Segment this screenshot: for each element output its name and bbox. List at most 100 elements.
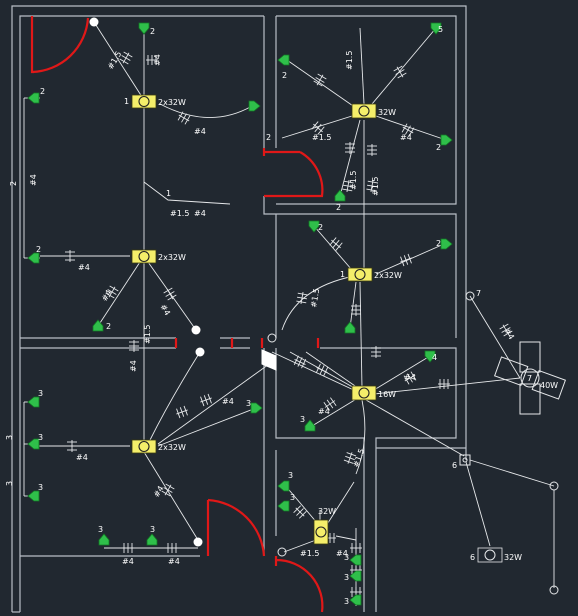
wire-tick <box>296 292 308 304</box>
wire-tick <box>313 73 327 87</box>
outlet-dot <box>89 17 99 27</box>
circuit-number: 3 <box>290 493 295 502</box>
wall-switch-icon <box>424 350 436 363</box>
circuit-number: 3 <box>38 389 43 398</box>
lamp-fixture-middle-left: 2x32W <box>131 249 186 264</box>
circuit-number: 3 <box>38 433 43 442</box>
wire-size: #4 <box>318 407 330 416</box>
rotated-annotations: #1.5 #4 2 #4 #4 #4 #1.5 #1.5 #1.5 #1.5 #… <box>5 50 516 499</box>
switches <box>27 22 453 606</box>
wire-size: #4 <box>100 288 114 303</box>
fixture-label: 2x32W <box>374 271 402 280</box>
fixture-label: 16W <box>378 390 396 399</box>
wall-switch-icon <box>27 490 40 502</box>
door-center-right <box>260 338 320 348</box>
walls <box>11 5 467 613</box>
wire-tick <box>400 253 412 267</box>
wire-tick <box>163 287 177 301</box>
circuit-number: 3 <box>5 435 14 440</box>
circuit-number: 1 <box>340 270 345 279</box>
circuit-number: 3 <box>344 573 349 582</box>
wall-switch-icon <box>344 321 356 334</box>
wire-size: #4 <box>336 549 348 558</box>
circuit-number: 3 <box>246 399 251 408</box>
wire-tick <box>342 180 354 192</box>
wire-tick <box>401 123 415 137</box>
circuit-number: 2 <box>40 87 45 96</box>
wire-size: #4 <box>400 133 412 142</box>
wall-switch-icon <box>277 480 290 492</box>
wire-tick <box>351 304 361 316</box>
wall-switch-icon <box>430 22 442 35</box>
annotations: 2 2 2 2 2 2 5 2 2 2 2 3 3 3 3 3 3 3 4 3 … <box>36 25 481 606</box>
wire-tick <box>393 65 407 79</box>
circuit-number: 1 <box>124 97 129 106</box>
circuit-number: 3 <box>38 483 43 492</box>
wall-switch-icon <box>349 554 362 566</box>
circuit-number: 3 <box>344 597 349 606</box>
lamp-fixture-bottom-middle: 32W <box>313 507 336 545</box>
circuit-number: 7 <box>476 289 481 298</box>
wire-tick <box>343 452 357 464</box>
wire-size: #4 <box>29 174 38 186</box>
wire-tick <box>499 323 513 337</box>
outlet-dot <box>195 347 205 357</box>
circuit-number: 2 <box>9 181 18 186</box>
wire-size: #4 <box>122 557 134 566</box>
wire-size: #1.5 <box>345 51 354 70</box>
outlet-ring <box>267 333 277 343</box>
wire-tick <box>438 379 450 389</box>
wire-size: #1.5 <box>143 325 152 344</box>
circuit-number: 3 <box>5 481 14 486</box>
wall-switch-icon <box>277 54 290 66</box>
wire-size: #4 <box>168 557 180 566</box>
circuit-number: 5 <box>438 25 443 34</box>
wire-tick <box>323 397 337 411</box>
wall-switch-icon <box>440 134 453 146</box>
outlet-dot <box>193 537 203 547</box>
circuit-number: 2 <box>266 133 271 142</box>
wire-size: #4 <box>76 453 88 462</box>
circuit-number: 2 <box>318 223 323 232</box>
wire-tick <box>200 393 212 407</box>
wire-tick <box>146 55 158 65</box>
wire-size: #4 <box>78 263 90 272</box>
fixture-label: 2x32W <box>158 443 186 452</box>
wire-size: #4 <box>404 373 416 382</box>
circuit-number: 3 <box>288 471 293 480</box>
wire-tick <box>105 285 119 299</box>
circuit-number: 2 <box>336 203 341 212</box>
wire-tick <box>161 483 175 497</box>
wire-size: #4 <box>502 327 516 342</box>
lamp-fixture-top-left: 2x32W 1 <box>124 94 186 109</box>
door-center-left <box>174 338 234 348</box>
wire-size: #1.5 <box>371 177 380 196</box>
wall-switch-icon <box>146 533 158 546</box>
fixture-label: 2x32W <box>158 253 186 262</box>
wall-switch-icon <box>308 220 320 233</box>
wall-switch-icon <box>349 594 362 606</box>
wire-size: #1.5 <box>312 133 331 142</box>
door-middle-right <box>262 148 324 198</box>
fixture-label: 2x32W <box>158 98 186 107</box>
wire-tick <box>177 111 191 125</box>
wall-switch-icon <box>248 100 261 112</box>
electrical-panel <box>261 349 277 371</box>
circuit-number: 3 <box>150 525 155 534</box>
wire-size: #4 <box>153 54 162 66</box>
lamp-fixture-bottom-left: 2x32W <box>131 439 186 454</box>
wall-switch-icon <box>27 438 40 450</box>
outlet-ring <box>549 585 559 595</box>
wire-tick <box>371 346 381 358</box>
wire-size: #4 <box>222 397 234 406</box>
lamp-fixture-center-right: 16W <box>351 385 396 401</box>
circuit-number: 3 <box>300 415 305 424</box>
wire-tick <box>293 355 307 369</box>
fixture-label: 32W <box>318 507 336 516</box>
circuit-number: 7 <box>527 374 532 383</box>
circuit-number: 4 <box>432 353 437 362</box>
wire-size: #4 <box>129 360 138 372</box>
wire-size: #1.5 <box>300 549 319 558</box>
fixture-label: 32W <box>504 553 522 562</box>
